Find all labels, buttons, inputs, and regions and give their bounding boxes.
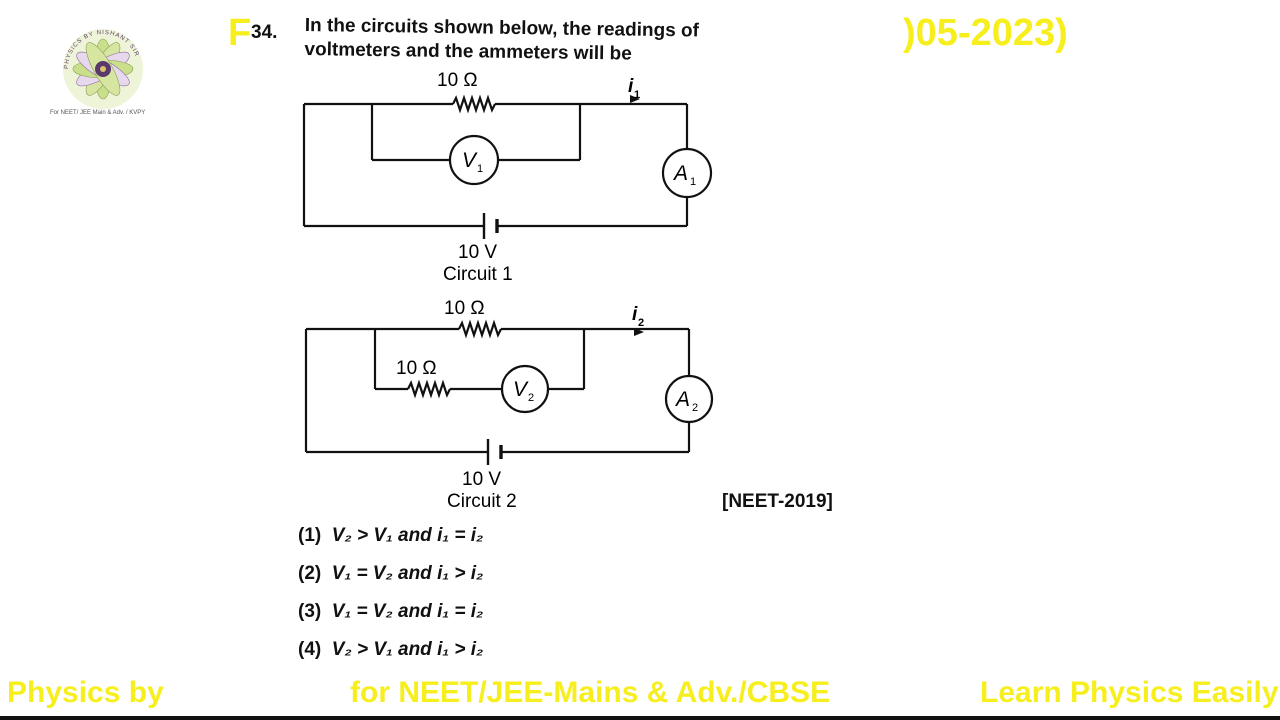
footer-center-text: for NEET/JEE-Mains & Adv./CBSE <box>350 676 831 709</box>
option-1-text: V₂ > V₁ and i₁ = i₂ <box>331 525 484 546</box>
circuit-2-voltmeter-subscript: 2 <box>528 392 534 404</box>
circuit-1-resistor-label: 10 Ω <box>437 70 478 91</box>
circuit-1-resistor <box>452 94 496 114</box>
circuit-2-diagram: i 2 10 Ω 10 Ω V 2 A 2 10 V Circuit 2 <box>304 298 714 512</box>
option-3-number: (3) <box>298 601 322 622</box>
option-1: (1) V₂ > V₁ and i₁ = i₂ <box>298 525 483 547</box>
footer-right-text: Learn Physics Easily <box>980 676 1279 709</box>
bottom-border <box>0 716 1280 720</box>
circuit-1-current-label: i <box>628 76 634 97</box>
footer-left-text: Physics by <box>7 676 164 709</box>
exam-tag: [NEET-2019] <box>722 491 833 512</box>
circuit-1-ammeter-subscript: 1 <box>690 176 696 188</box>
option-4: (4) V₂ > V₁ and i₁ > i₂ <box>298 639 483 661</box>
circuit-1-ammeter-label: A <box>672 162 688 185</box>
flower-icon <box>72 38 134 100</box>
circuit-2-ammeter-label: A <box>674 388 690 411</box>
circuit-2-current-arrow-icon <box>634 328 644 336</box>
circuit-1-caption: Circuit 1 <box>443 264 513 285</box>
option-4-text: V₂ > V₁ and i₁ > i₂ <box>331 639 484 660</box>
circuit-1-voltmeter-subscript: 1 <box>477 163 483 175</box>
circuit-2-current-label: i <box>632 304 638 325</box>
circuit-2-ammeter-subscript: 2 <box>692 402 698 414</box>
question-number: 34. <box>251 22 278 43</box>
circuit-1-voltmeter <box>448 134 500 186</box>
header-title-left-fragment: F <box>228 12 252 54</box>
circuit-1-current-arrow-icon <box>630 95 640 103</box>
circuit-2-caption: Circuit 2 <box>447 491 517 512</box>
circuit-1-current-subscript: 1 <box>634 89 640 101</box>
circuit-2-inner-resistor <box>407 379 451 399</box>
circuit-2-current-subscript: 2 <box>638 317 644 329</box>
channel-logo: PHYSICS BY NISHANT SIR <box>63 29 143 109</box>
circuit-2-top-resistor <box>458 319 502 339</box>
circuit-1-ammeter <box>661 147 713 199</box>
circuit-2-top-resistor-label: 10 Ω <box>444 298 485 319</box>
option-2-number: (2) <box>298 563 322 584</box>
question-text: In the circuits shown below, the reading… <box>304 14 699 67</box>
option-2: (2) V₁ = V₂ and i₁ > i₂ <box>298 563 483 585</box>
logo-caption: For NEET/ JEE Main & Adv. / KVPY <box>50 110 146 116</box>
circuit-2-voltmeter <box>500 364 550 414</box>
circuit-2-inner-resistor-label: 10 Ω <box>396 358 437 379</box>
circuit-2-ammeter <box>664 374 714 424</box>
option-3-text: V₁ = V₂ and i₁ = i₂ <box>331 601 484 622</box>
option-1-number: (1) <box>298 525 322 546</box>
option-2-text: V₁ = V₂ and i₁ > i₂ <box>331 563 484 584</box>
option-4-number: (4) <box>298 639 322 660</box>
circuit-2-battery-label: 10 V <box>462 469 501 490</box>
circuit-1-voltmeter-label: V <box>462 149 478 172</box>
header-title-right-fragment: )05-2023) <box>903 12 1068 54</box>
circuit-1-diagram: i 1 10 Ω V 1 A 1 10 V Circuit 1 <box>302 70 713 285</box>
circuit-1-battery-label: 10 V <box>458 242 497 263</box>
option-3: (3) V₁ = V₂ and i₁ = i₂ <box>298 601 483 623</box>
circuit-2-voltmeter-label: V <box>513 378 529 401</box>
